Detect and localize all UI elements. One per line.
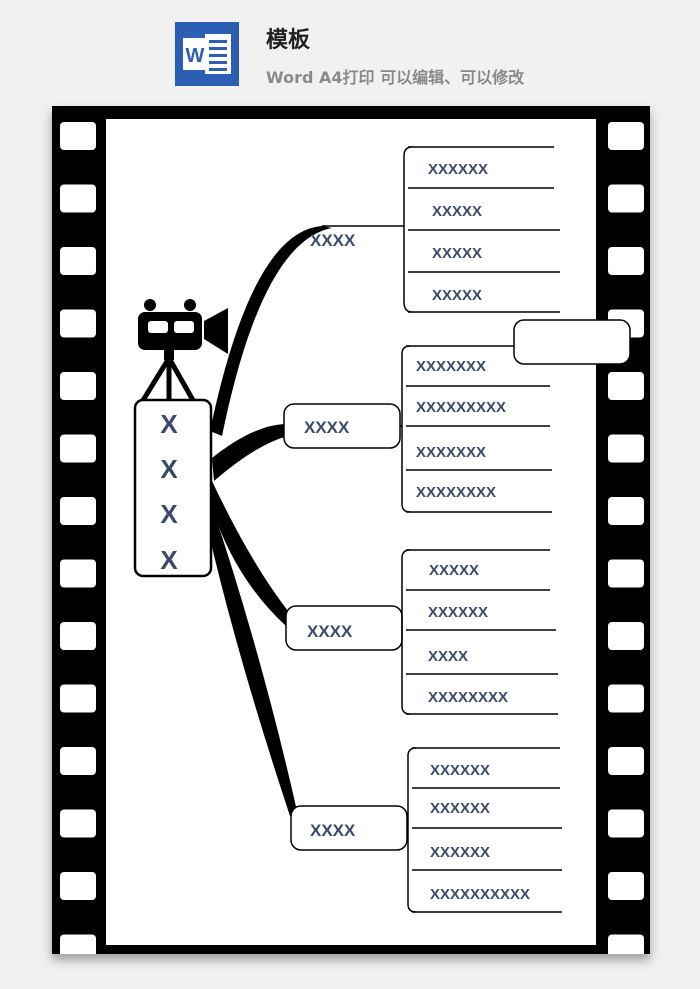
camera-icon: [138, 299, 228, 404]
branch-1-item-4: XXXXX: [432, 287, 482, 304]
right-perforation: [608, 434, 644, 463]
right-perforation: [608, 247, 644, 275]
left-perforation: [60, 559, 96, 588]
branch-3-item-3: XXXX: [428, 648, 468, 665]
right-perforation: [608, 559, 644, 588]
right-perforation: [608, 372, 644, 400]
left-perforation: [60, 684, 96, 713]
left-perforation: [60, 934, 96, 954]
branch-1-label: XXXX: [310, 231, 356, 250]
left-perforation: [60, 747, 96, 775]
branch-2-label: XXXX: [304, 418, 350, 437]
document-page: X X X X XXXX XXXXXX XXXXX XXXXX XXXXX: [52, 106, 650, 954]
branch-2-item-4: XXXXXXXX: [416, 484, 496, 501]
left-perforation: [60, 372, 96, 400]
right-perforation: [608, 684, 644, 713]
center-letter-4: X: [160, 545, 178, 575]
right-perforation: [608, 184, 644, 213]
right-perforation: [608, 747, 644, 775]
empty-note-box: [513, 319, 631, 365]
document-title: 模板: [266, 28, 311, 53]
right-perforation: [608, 497, 644, 525]
center-letter-3: X: [160, 499, 178, 529]
header: W 模板 Word A4打印 可以编辑、可以修改: [0, 0, 700, 100]
left-perforation: [60, 122, 96, 150]
branch-connectors: [207, 226, 332, 816]
branch-2-item-3: XXXXXXX: [416, 444, 486, 461]
branch-4-label: XXXX: [310, 821, 356, 840]
branch-1-item-3: XXXXX: [432, 245, 482, 262]
word-icon: W: [175, 22, 239, 86]
branch-3-item-4: XXXXXXXX: [428, 689, 508, 706]
branch-3-item-2: XXXXXX: [428, 604, 488, 621]
left-perforation: [60, 247, 96, 275]
branch-3-label: XXXX: [307, 622, 353, 641]
center-letter-2: X: [160, 454, 178, 484]
document-subtitle: Word A4打印 可以编辑、可以修改: [266, 68, 525, 87]
left-perforation: [60, 809, 96, 838]
right-perforation: [608, 934, 644, 954]
branch-1-item-1: XXXXXX: [428, 161, 488, 178]
branch-4: XXXX XXXXXX XXXXXX XXXXXX XXXXXXXXXX: [290, 747, 562, 913]
center-letter-1: X: [160, 409, 178, 439]
right-perforation: [608, 872, 644, 900]
branch-3-item-1: XXXXX: [429, 562, 479, 579]
left-perforation: [60, 622, 96, 650]
branch-1: XXXX XXXXXX XXXXX XXXXX XXXXX: [310, 146, 560, 313]
film-perforations: [60, 122, 644, 954]
branch-4-item-4: XXXXXXXXXX: [430, 886, 530, 903]
right-perforation: [608, 122, 644, 150]
left-perforation: [60, 184, 96, 213]
svg-text:W: W: [186, 45, 205, 67]
left-perforation: [60, 872, 96, 900]
branch-2-item-1: XXXXXXX: [416, 358, 486, 375]
left-perforation: [60, 309, 96, 338]
branch-4-item-3: XXXXXX: [430, 844, 490, 861]
branch-2: XXXX XXXXXXX XXXXXXXXX XXXXXXX XXXXXXXX: [283, 345, 552, 513]
center-node: [133, 398, 213, 578]
right-perforation: [608, 809, 644, 838]
left-perforation: [60, 434, 96, 463]
branch-4-item-2: XXXXXX: [430, 800, 490, 817]
right-perforation: [608, 622, 644, 650]
left-perforation: [60, 497, 96, 525]
film-strip-mindmap: X X X X XXXX XXXXXX XXXXX XXXXX XXXXX: [52, 106, 650, 954]
branch-4-item-1: XXXXXX: [430, 762, 490, 779]
branch-1-item-2: XXXXX: [432, 203, 482, 220]
branch-2-item-2: XXXXXXXXX: [416, 399, 506, 416]
branch-3: XXXX XXXXX XXXXXX XXXX XXXXXXXX: [285, 549, 558, 715]
